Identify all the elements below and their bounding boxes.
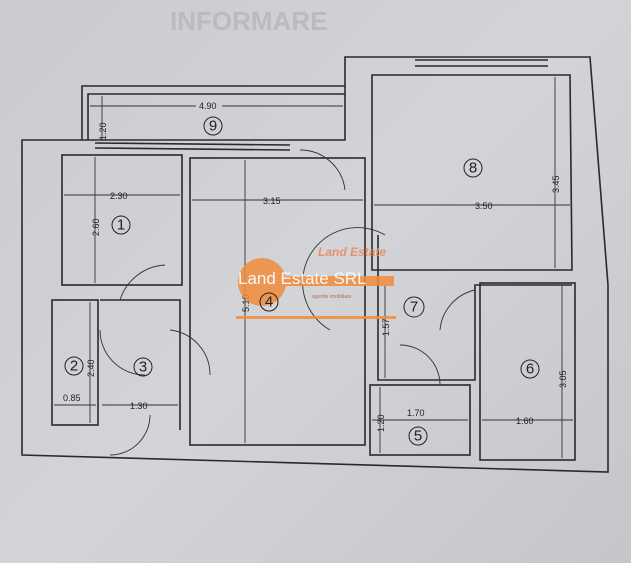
dim-room6-width: 1.60 xyxy=(516,416,534,426)
watermark-company: Land Estate SRL xyxy=(238,269,367,288)
svg-text:6: 6 xyxy=(526,361,534,378)
room-8-label: 8 xyxy=(463,158,483,178)
dim-room1-width: 2.30 xyxy=(110,191,128,201)
room-labels: 1 2 3 4 5 6 7 8 9 xyxy=(64,116,540,446)
dim-balcony-width: 4.90 xyxy=(199,101,217,111)
dim-room5-width: 1.70 xyxy=(407,408,425,418)
dimension-labels: 4.90 1.20 2.30 2.60 3.15 5.10 3.50 3.45 … xyxy=(63,101,568,432)
dim-room8-width: 3.50 xyxy=(475,201,493,211)
background-show-through-text: INFORMARE xyxy=(170,6,327,36)
svg-text:4: 4 xyxy=(265,294,273,311)
dim-room5-depth: 1.20 xyxy=(376,414,386,432)
dimension-lines xyxy=(54,77,573,458)
watermark-tagline: agentie imobiliara xyxy=(312,294,351,300)
room-6-label: 6 xyxy=(520,359,540,379)
dim-room4-width: 3.15 xyxy=(263,196,281,206)
svg-text:3: 3 xyxy=(139,359,147,376)
svg-text:8: 8 xyxy=(469,160,477,177)
dim-room7-depth: 1.57 xyxy=(381,318,391,336)
dim-room2-width: 0.85 xyxy=(63,393,81,403)
dim-balcony-depth: 1.20 xyxy=(98,122,108,140)
room-5-label: 5 xyxy=(408,426,428,446)
dim-room4-depth: 5.10 xyxy=(241,294,251,312)
dim-room1-depth: 2.60 xyxy=(91,218,101,236)
dim-room8-depth: 3.45 xyxy=(551,175,561,193)
dim-room6-depth: 3.05 xyxy=(558,370,568,388)
watermark-logo: Land Estate Land Estate SRL agentie imob… xyxy=(236,245,396,319)
svg-text:9: 9 xyxy=(209,118,217,135)
room-9-label: 9 xyxy=(203,116,223,136)
walls xyxy=(21,56,609,473)
dim-room3-width: 1.30 xyxy=(130,401,148,411)
room-3-label: 3 xyxy=(133,357,153,377)
room-7-label: 7 xyxy=(403,296,425,318)
room-1-label: 1 xyxy=(111,215,131,235)
watermark-brand: Land Estate xyxy=(318,245,386,259)
svg-text:7: 7 xyxy=(410,299,418,316)
svg-text:2: 2 xyxy=(70,358,78,375)
svg-text:5: 5 xyxy=(414,428,422,445)
dim-room2-depth: 2.40 xyxy=(86,359,96,377)
svg-text:1: 1 xyxy=(117,217,125,234)
room-4-label: 4 xyxy=(259,292,279,312)
room-2-label: 2 xyxy=(64,356,84,376)
